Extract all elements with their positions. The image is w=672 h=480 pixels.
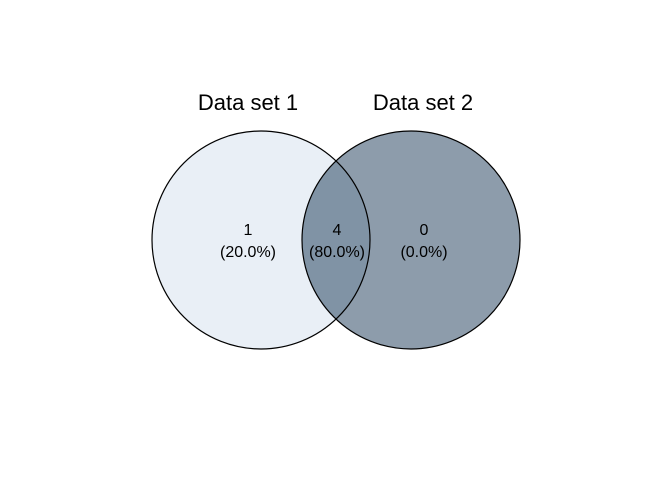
set1-title: Data set 1 (198, 90, 298, 115)
set1-outline (151, 130, 371, 350)
set2-outline (301, 130, 521, 350)
set1-only-count: 1 (244, 222, 253, 239)
set1-only-percent: (20.0%) (220, 244, 276, 261)
intersection-count: 4 (333, 222, 342, 239)
set2-area (302, 131, 520, 349)
set2-only-percent: (0.0%) (400, 244, 447, 261)
intersection-percent: (80.0%) (309, 244, 365, 261)
set2-title: Data set 2 (373, 90, 473, 115)
set2-only-count: 0 (420, 222, 429, 239)
set1-area (152, 131, 370, 349)
